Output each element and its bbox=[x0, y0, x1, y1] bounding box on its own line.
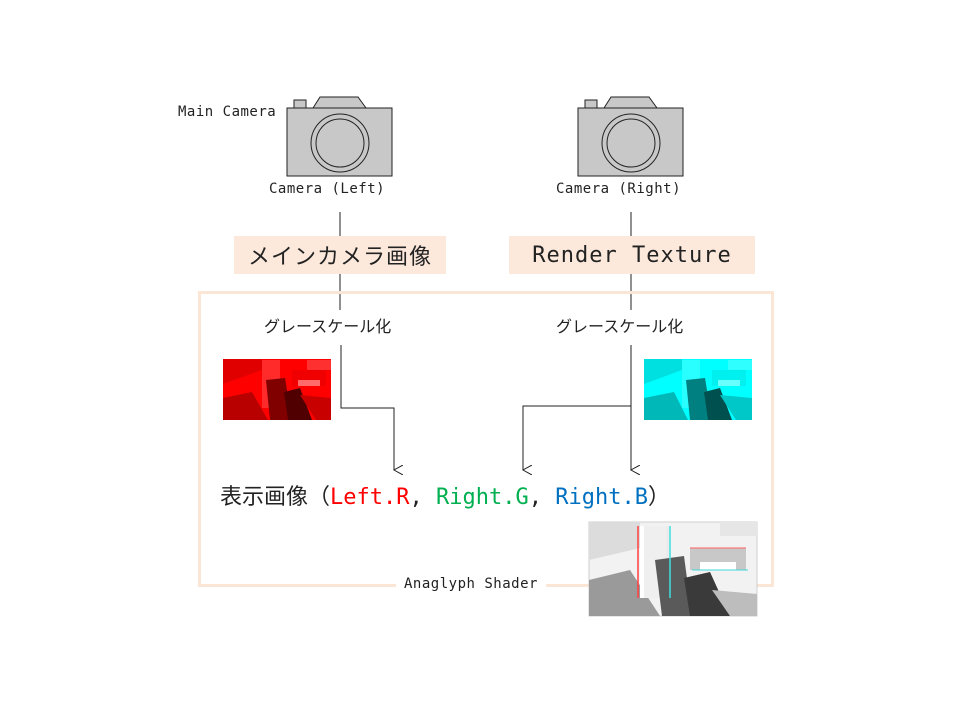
grayscale-left-label: グレースケール化 bbox=[262, 313, 394, 337]
shader-label: Anaglyph Shader bbox=[396, 576, 546, 592]
output-prefix: 表示画像（ bbox=[220, 485, 331, 510]
grayscale-right-label: グレースケール化 bbox=[554, 313, 686, 337]
main-camera-label: Main Camera bbox=[178, 104, 277, 120]
output-left-r: Left.R bbox=[330, 485, 410, 510]
render-texture-box: Render Texture bbox=[509, 236, 755, 274]
camera-right-label: Camera (Right) bbox=[556, 181, 682, 197]
output-sep-2: , bbox=[528, 485, 556, 510]
main-camera-image-box: メインカメラ画像 bbox=[234, 236, 446, 274]
arrow-left-to-output bbox=[340, 345, 394, 470]
arrow-right-to-green bbox=[523, 405, 631, 470]
output-suffix: ） bbox=[647, 485, 670, 510]
camera-left-label: Camera (Left) bbox=[269, 181, 386, 197]
output-sep-1: , bbox=[409, 485, 436, 510]
output-right-g: Right.G bbox=[436, 485, 529, 510]
output-right-b: Right.B bbox=[555, 485, 648, 510]
output-caption: 表示画像（ Left.R , Right.G , Right.B ） bbox=[220, 479, 670, 511]
